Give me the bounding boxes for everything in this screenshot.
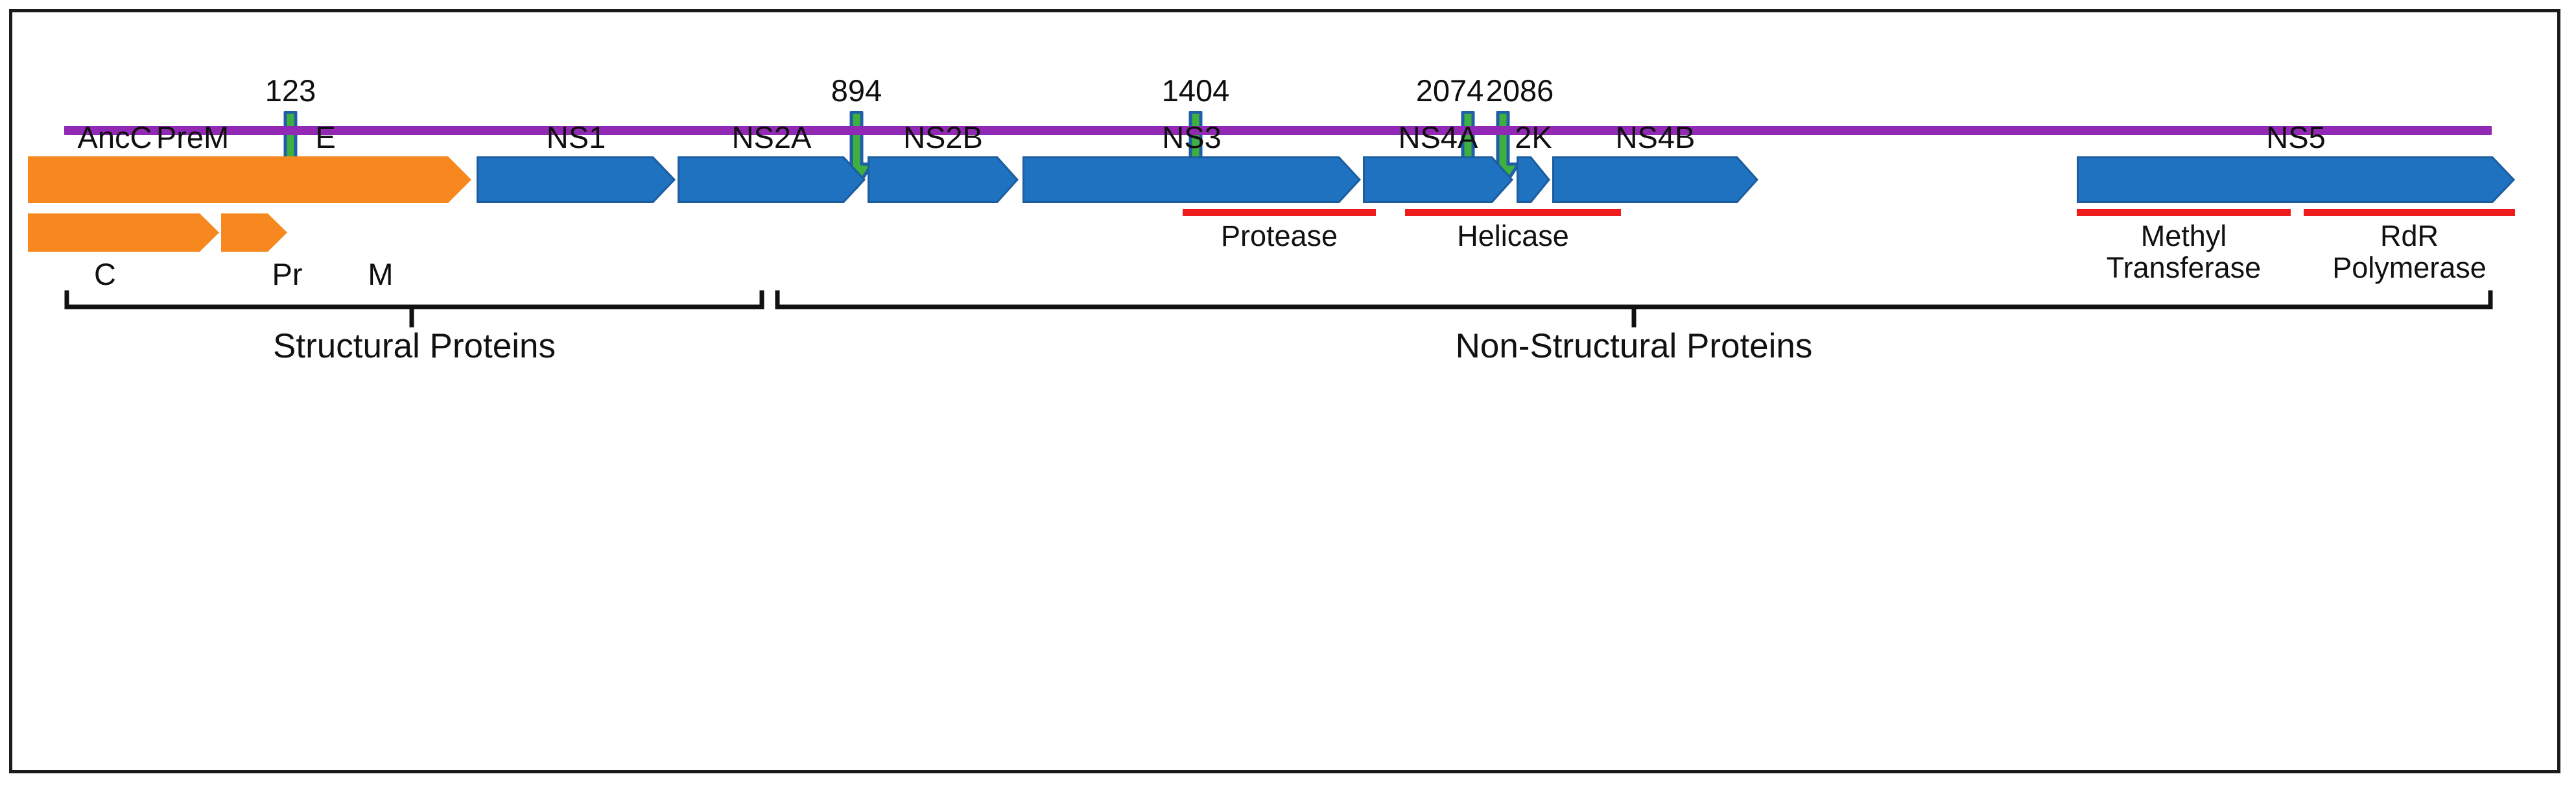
gene-label: NS4A xyxy=(1398,120,1478,154)
gene-e[interactable]: E xyxy=(180,122,471,203)
gene-arrow-shape xyxy=(1552,156,1758,203)
marker-label: 2074 xyxy=(1415,73,1484,108)
marker-label: 123 xyxy=(265,73,316,108)
domain-caption-line1: RdR xyxy=(2380,219,2439,252)
gene-label: AncC xyxy=(77,120,152,154)
gene-label: E xyxy=(315,120,336,154)
domain-underline xyxy=(1183,209,1376,216)
gene-label-pr: Pr xyxy=(272,257,303,291)
gene-ns2b[interactable]: NS2B xyxy=(868,122,1019,203)
gene-label: NS5 xyxy=(2266,120,2326,154)
gene-arrow-shape xyxy=(2077,156,2515,203)
gene-label: PreM xyxy=(156,120,230,154)
gene-ns1[interactable]: NS1 xyxy=(477,122,676,203)
gene-arrow-shape xyxy=(678,156,866,203)
marker-label: 894 xyxy=(831,73,882,108)
gene-label: NS1 xyxy=(546,120,606,154)
figure-frame: 123 894 1404 2074 2086 xyxy=(9,9,2560,773)
gene-label-c: C xyxy=(94,257,116,291)
marker-label: 1404 xyxy=(1161,73,1230,108)
gene-label: NS2A xyxy=(731,120,812,154)
gene-label-m: M xyxy=(368,257,394,291)
bracket-icon xyxy=(775,289,2493,329)
domain-underline xyxy=(1405,209,1621,216)
gene-arrow-shape xyxy=(1363,156,1513,203)
marker-123: 123 xyxy=(265,73,316,189)
gene-arrow-shape xyxy=(477,156,676,203)
gene-ns4a[interactable]: NS4A xyxy=(1363,122,1513,203)
domain-caption: Protease xyxy=(1220,219,1338,252)
group-caption: Structural Proteins xyxy=(273,327,556,365)
domain-caption-line1: Methyl xyxy=(2140,219,2227,252)
gene-ns3[interactable]: NS3 xyxy=(1022,122,1361,203)
gene-m[interactable] xyxy=(221,213,287,252)
gene-2k[interactable]: 2K xyxy=(1515,122,1552,203)
gene-label: 2K xyxy=(1515,120,1552,154)
gene-arrow-shape xyxy=(102,213,219,252)
gene-label: NS4B xyxy=(1615,120,1696,154)
domain-caption-line2: Transferase xyxy=(2106,250,2262,284)
gene-label: NS3 xyxy=(1162,120,1222,154)
bracket-icon xyxy=(64,289,764,329)
gene-label: NS2B xyxy=(903,120,983,154)
gene-arrow-shape xyxy=(868,156,1019,203)
domain-underline xyxy=(2077,209,2291,216)
domain-caption-line2: Polymerase xyxy=(2332,250,2487,284)
gene-arrow-shape xyxy=(221,213,287,252)
domain-caption: RdR Polymerase xyxy=(2332,219,2487,284)
gene-ns5[interactable]: NS5 xyxy=(2077,122,2515,203)
gene-arrow-shape xyxy=(1517,156,1550,203)
domain-caption-line1: Protease xyxy=(1220,219,1338,252)
marker-label: 2086 xyxy=(1485,73,1554,108)
polyprotein-backbone xyxy=(64,126,2492,135)
domain-caption: Methyl Transferase xyxy=(2106,219,2262,284)
gene-pr[interactable] xyxy=(102,213,219,252)
domain-caption: Helicase xyxy=(1457,219,1569,252)
domain-underline xyxy=(2304,209,2515,216)
domain-caption-line1: Helicase xyxy=(1457,219,1569,252)
gene-arrow-shape xyxy=(180,156,471,203)
group-caption: Non-Structural Proteins xyxy=(1455,327,1813,365)
gene-ns4b[interactable]: NS4B xyxy=(1552,122,1758,203)
gene-ns2a[interactable]: NS2A xyxy=(678,122,866,203)
gene-arrow-shape xyxy=(1022,156,1361,203)
marker-894: 894 xyxy=(831,73,882,189)
